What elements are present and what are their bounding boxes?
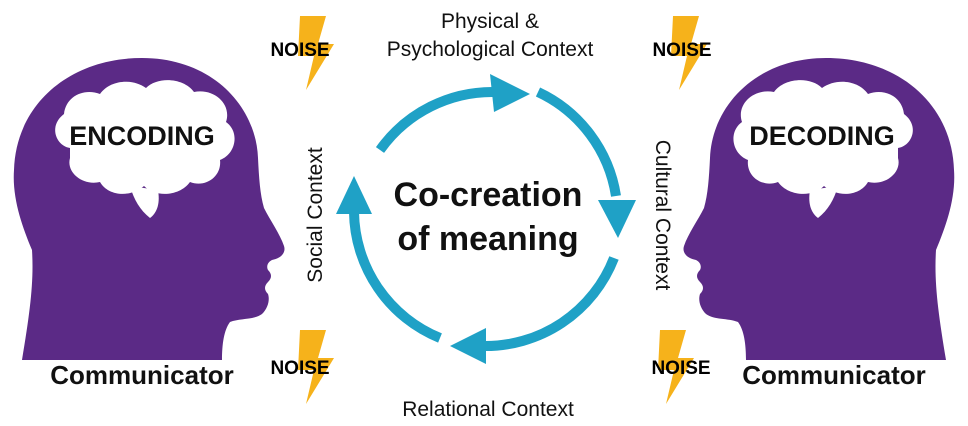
right-brain-label: DECODING	[749, 121, 895, 151]
noise-bottom-right-label: NOISE	[651, 358, 710, 379]
lightning-bolt-icon	[658, 330, 694, 404]
right-brain-icon	[733, 80, 913, 194]
arrowhead-left	[336, 176, 372, 214]
noise-bottom-left-label: NOISE	[270, 358, 329, 379]
arrow-left	[349, 211, 442, 343]
right-communicator: DECODING Communicator	[683, 58, 955, 390]
right-brain-stem	[809, 186, 838, 218]
circular-arrows-icon	[349, 86, 621, 352]
noise-top-right-label: NOISE	[652, 40, 711, 61]
center-label-line1: Co-creation	[394, 176, 583, 214]
left-brain-label: ENCODING	[69, 121, 215, 151]
left-communicator: ENCODING Communicator	[13, 58, 285, 390]
noise-top-left-label: NOISE	[270, 40, 329, 61]
noise-bottom-left: NOISE	[270, 330, 334, 404]
noise-top-left: NOISE	[270, 16, 334, 90]
right-communicator-label: Communicator	[742, 360, 925, 390]
arrowhead-bottom	[450, 328, 486, 364]
left-brain-icon	[55, 80, 235, 194]
center-label-line2: of meaning	[397, 220, 578, 258]
lightning-bolt-icon	[671, 16, 707, 90]
cultural-context-label: Cultural Context	[651, 140, 674, 291]
relational-context-label: Relational Context	[402, 398, 574, 421]
noise-top-right: NOISE	[652, 16, 712, 90]
left-brain-stem	[130, 186, 159, 218]
lightning-bolt-icon	[298, 16, 334, 90]
lightning-bolt-icon	[298, 330, 334, 404]
arrow-bottom	[481, 256, 619, 352]
social-context-label: Social Context	[304, 147, 327, 283]
arrowhead-right	[598, 200, 636, 238]
arrowheads	[336, 74, 636, 364]
arrow-top	[375, 86, 497, 153]
physical-context-label-line1: Physical &	[441, 10, 539, 33]
noise-bottom-right: NOISE	[651, 330, 711, 404]
arrow-right	[535, 87, 621, 197]
arrowhead-top	[490, 74, 530, 112]
physical-context-label-line2: Psychological Context	[387, 38, 594, 61]
left-communicator-label: Communicator	[50, 360, 233, 390]
